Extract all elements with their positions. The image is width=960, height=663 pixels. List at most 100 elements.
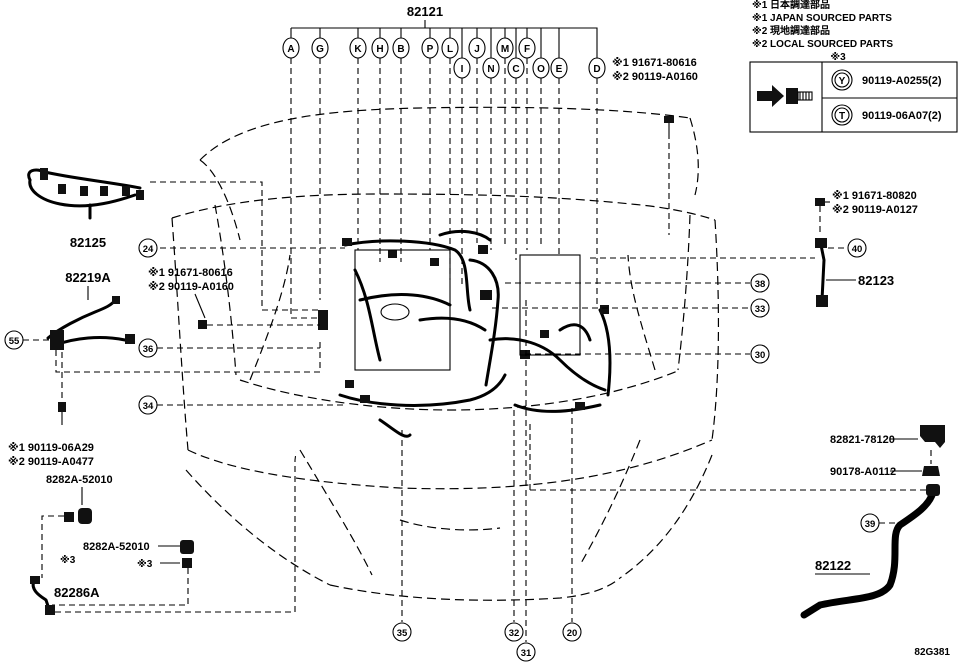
low-bolt-part-2: ※2 90119-A0477	[8, 456, 94, 468]
legend-line-2: ※1 JAPAN SOURCED PARTS	[752, 12, 892, 24]
part-82219A-label: 82219A	[65, 270, 111, 285]
main-harness-number: 82121	[407, 4, 443, 19]
harness-grommet	[380, 303, 410, 321]
callouts: 24 38 33 30 55 36 34 40 39 35 32 31	[4, 238, 898, 662]
legend-icon-y-inner	[834, 72, 850, 88]
callout-30-number: 30	[755, 350, 766, 361]
connector-icon	[136, 190, 144, 200]
part-82286A-label: 82286A	[54, 585, 100, 600]
connector-g-label: G	[316, 44, 324, 55]
connector-icon	[40, 168, 48, 180]
part-82125-label: 82125	[70, 235, 106, 250]
harness-connector	[342, 238, 352, 246]
mid-bolt-group: ※1 91671-80616 ※2 90119-A0160	[148, 267, 320, 329]
mark3-a: ※3	[60, 554, 76, 566]
legend-part-y: 90119-A0255(2)	[862, 75, 942, 87]
part-82123-label: 82123	[858, 273, 894, 288]
legend-part-t: 90119-06A07(2)	[862, 110, 942, 122]
callout-38	[750, 273, 770, 293]
harness-connector	[478, 245, 488, 254]
hose-82122-group: 82821-78120 90178-A0112 82122	[529, 420, 945, 619]
connector-j-label: J	[474, 44, 480, 55]
harness-connector	[540, 330, 549, 338]
callout-35	[392, 622, 412, 642]
callout-20	[562, 622, 582, 642]
callout-40-number: 40	[852, 244, 863, 255]
bolt-icon	[664, 116, 674, 123]
connector-leader-lines	[290, 58, 598, 319]
bolt-icon	[815, 198, 825, 206]
connector-a-label: A	[287, 44, 294, 55]
part-8282A-top-label: 8282A-52010	[46, 474, 113, 486]
legend-line-1: ※1 日本調達部品	[752, 0, 830, 11]
arrow-icon	[757, 85, 784, 107]
callout-39-number: 39	[865, 519, 876, 530]
bolt-icon	[58, 402, 66, 412]
clip-icon	[64, 512, 74, 522]
connector-icon	[45, 605, 55, 615]
connector-icon	[58, 184, 66, 194]
legend-line-3: ※2 現地調達部品	[752, 24, 830, 37]
sensor-icon	[920, 425, 945, 448]
mid-bolt-part-2: ※2 90119-A0160	[148, 281, 234, 293]
top-bolt-group: ※1 91671-80616 ※2 90119-A0160	[612, 57, 698, 235]
connector-f-label: F	[524, 44, 530, 55]
callout-31-number: 31	[521, 648, 532, 659]
part-90178-label: 90178-A0112	[830, 466, 896, 478]
callout-24-number: 24	[143, 244, 154, 255]
connector-icon	[50, 330, 64, 350]
callout-33	[750, 298, 770, 318]
callout-33-number: 33	[755, 304, 766, 315]
right-bolt-group: ※1 91671-80820 ※2 90119-A0127	[815, 190, 918, 236]
clip-icon	[78, 508, 92, 524]
connector-m-label: M	[501, 44, 509, 55]
part-8282A-mid-label: 8282A-52010	[83, 541, 150, 553]
low-bolt-group: ※1 90119-06A29 ※2 90119-A0477	[8, 442, 94, 468]
fuse-box-outline	[354, 249, 451, 371]
callout-55-number: 55	[9, 336, 20, 347]
harness-connector	[480, 290, 492, 300]
nut-icon	[922, 466, 940, 476]
part-82122-label: 82122	[815, 558, 851, 573]
callout-36-number: 36	[143, 344, 154, 355]
right-bolt-part-1: ※1 91671-80820	[832, 190, 917, 202]
callout-35-number: 35	[397, 628, 408, 639]
harness-connector	[388, 250, 397, 258]
callout-30	[750, 344, 770, 364]
legend-mark: ※3	[830, 51, 846, 63]
connector-icon	[112, 296, 120, 304]
harness-connector	[360, 395, 370, 403]
legend: ※1 日本調達部品 ※1 JAPAN SOURCED PARTS ※2 現地調達…	[749, 0, 958, 133]
connector-e-label: E	[556, 64, 563, 75]
harness-connector	[600, 305, 609, 314]
harness-82125: 82125	[27, 168, 318, 311]
low-bolt-part-1: ※1 90119-06A29	[8, 442, 94, 454]
connector-icon	[100, 186, 108, 196]
bolt-shank-icon	[797, 91, 813, 101]
connector-8282A-group: 8282A-52010 ※3 8282A-52010 ※3 82286A	[30, 451, 297, 615]
vehicle-outline	[171, 106, 720, 601]
connector-icon	[30, 576, 40, 584]
connector-icon	[816, 295, 828, 307]
legend-icon-t-inner	[834, 107, 850, 123]
callout-24	[138, 238, 158, 258]
connector-l-label: L	[447, 44, 453, 55]
hose-clamp-icon	[926, 484, 940, 496]
harness-connector	[430, 258, 439, 266]
bolt-head-icon	[786, 88, 798, 104]
callout-40	[847, 238, 867, 258]
harness-connector	[345, 380, 354, 388]
callout-38-number: 38	[755, 279, 766, 290]
legend-letter-y: Y	[839, 76, 846, 87]
engine-harness	[318, 229, 612, 438]
top-bolt-part-2: ※2 90119-A0160	[612, 71, 698, 83]
harness-82123: 82123	[590, 238, 894, 307]
callout-31	[516, 642, 536, 662]
connector-n-label: N	[487, 64, 494, 75]
connector-b-label: B	[397, 44, 404, 55]
connector-d-label: D	[593, 64, 600, 75]
legend-letter-t: T	[839, 111, 845, 122]
